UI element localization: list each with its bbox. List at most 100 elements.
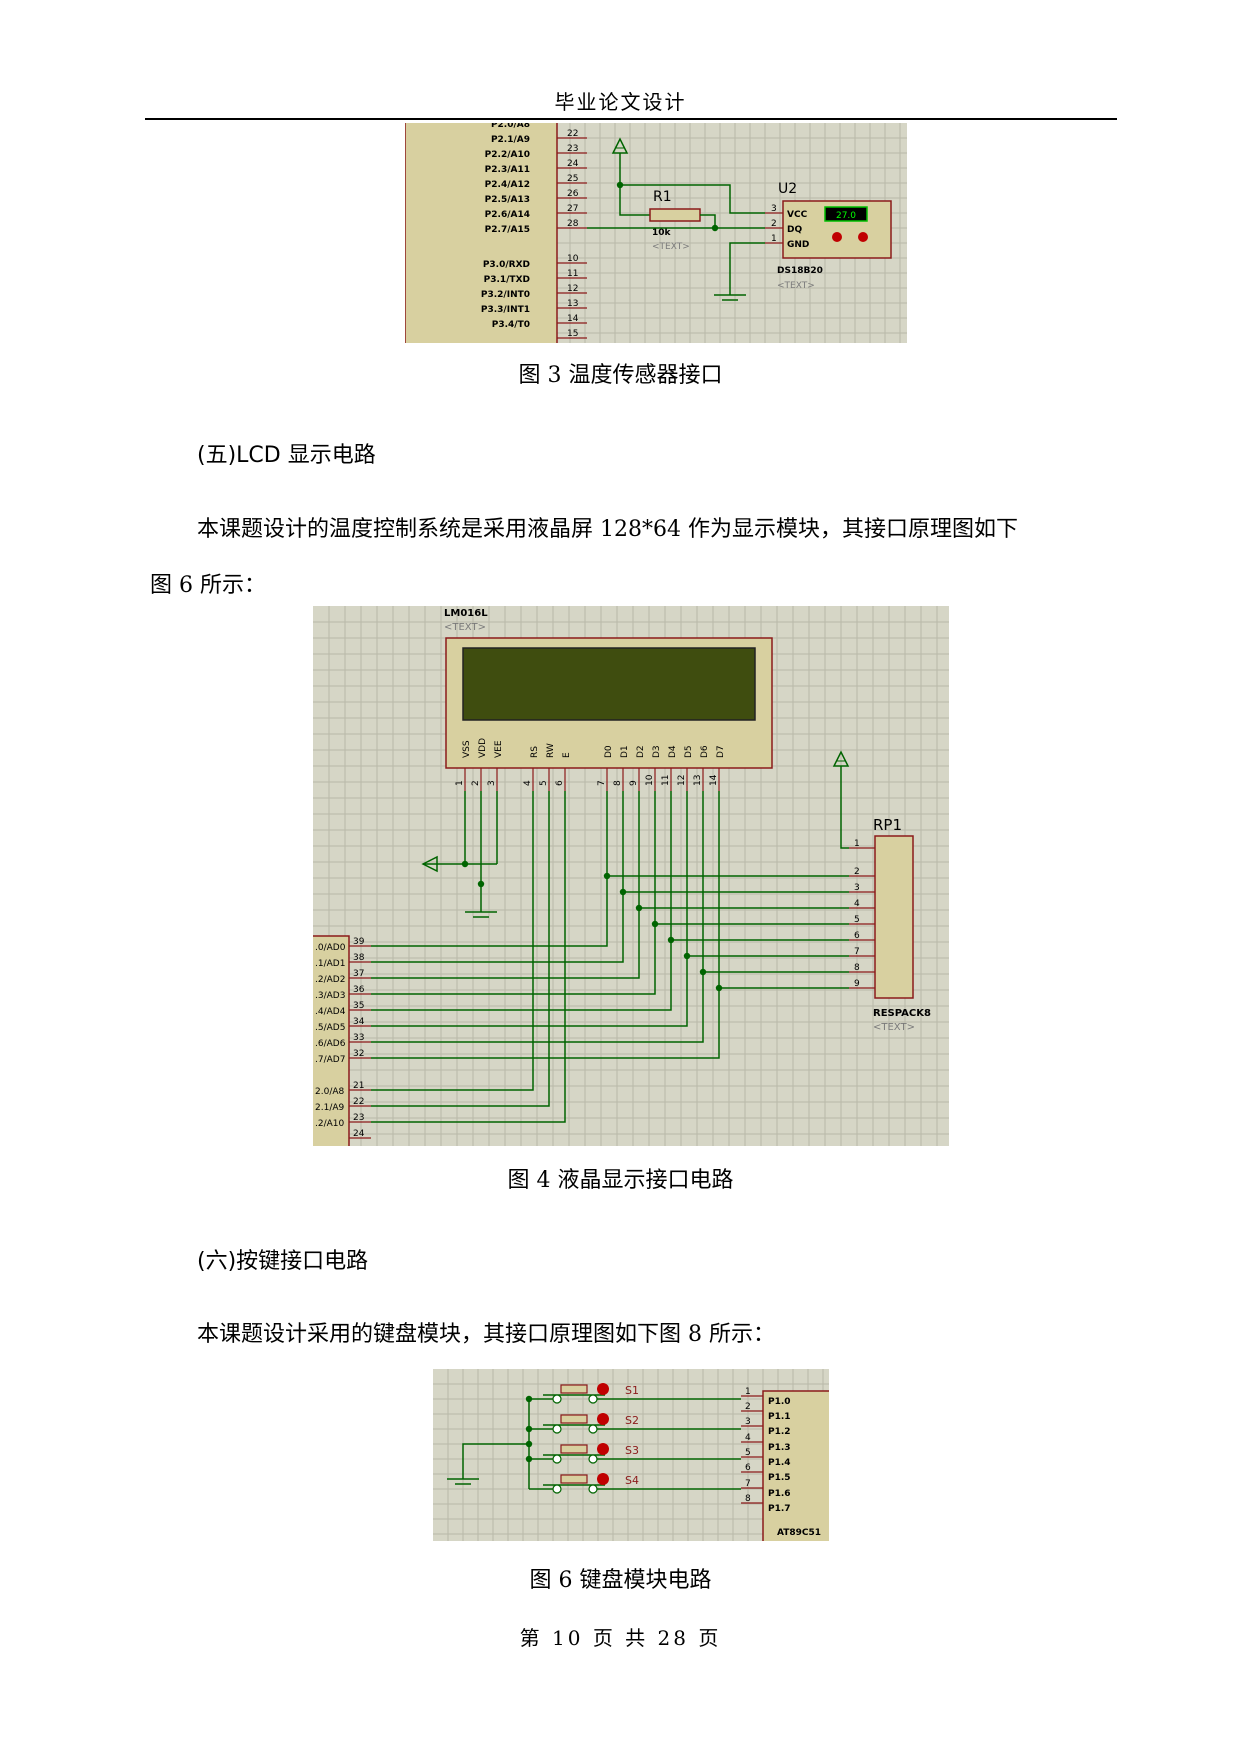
wire	[462, 1443, 529, 1479]
switch-contact	[588, 1394, 598, 1404]
mcu-port1-label: P1.2	[768, 1427, 791, 1437]
switch-contact	[552, 1484, 562, 1494]
lcd-pin-label: VSS	[462, 740, 472, 758]
u2-text: <TEXT>	[777, 281, 815, 291]
rp1-pin-number: 1	[854, 839, 860, 849]
mcu-pin-number: 35	[353, 1001, 364, 1011]
mcu-port1-label: P1.6	[768, 1489, 791, 1499]
mcu-pin-label: P2.3/A11	[485, 165, 530, 175]
junction-dot	[667, 936, 675, 944]
switch-label: S2	[625, 1414, 639, 1427]
lcd-pin-label: D1	[620, 745, 630, 758]
mcu-pin-number: 12	[567, 284, 578, 294]
switch-label: S1	[625, 1384, 639, 1397]
rp1-body	[874, 835, 914, 999]
mcu-port0-label: .1/AD1	[315, 959, 345, 969]
mcu-pin-number: 27	[567, 204, 578, 214]
mcu-pin-label: P3.0/RXD	[483, 260, 530, 270]
lcd-pin-number: 8	[613, 780, 623, 786]
mcu-pin-label: P2.1/A9	[491, 135, 530, 145]
figure6-caption: 图 6 键盘模块电路	[529, 1568, 712, 1593]
lcd-pin-number: 6	[555, 780, 565, 786]
wire	[371, 791, 566, 1123]
r1-text: <TEXT>	[652, 242, 690, 252]
u2-pin-number: 2	[771, 219, 777, 229]
junction-dot	[699, 968, 707, 976]
mcu-pin-number: 10	[567, 254, 579, 264]
rp1-pin-number: 3	[854, 883, 860, 893]
mcu-port1-label: P1.3	[768, 1443, 791, 1453]
mcu-pin-label: P2.0/A8	[491, 123, 530, 130]
wire	[619, 153, 765, 214]
rp1-pin-number: 4	[854, 899, 860, 909]
mcu-pin-number: 34	[353, 1017, 365, 1027]
mcu-pin-number: 8	[745, 1494, 751, 1504]
mcu-pin-label: P2.4/A12	[485, 180, 530, 190]
mcu-port0-label: .3/AD3	[315, 991, 345, 1001]
mcu-port2-label: 2.0/A8	[315, 1087, 345, 1097]
lcd-pin-label: RS	[530, 746, 540, 758]
rp1-pin-number: 7	[854, 947, 860, 957]
mcu-pin-number: 7	[745, 1479, 751, 1489]
lcd-pin-label: VDD	[478, 738, 488, 758]
mcu-pin-number: 13	[567, 299, 578, 309]
mcu-pin-label: P2.6/A14	[485, 210, 530, 220]
lcd-pin-number: 12	[677, 775, 687, 786]
rp1-label: RP1	[873, 816, 902, 834]
ref-arrow-icon	[421, 855, 438, 873]
section5-title: (五)LCD 显示电路	[197, 443, 376, 468]
mcu-pin-number: 15	[567, 329, 578, 339]
mcu-pin-number: 22	[353, 1097, 364, 1107]
switch-contact	[552, 1394, 562, 1404]
switch-contact	[588, 1484, 598, 1494]
mcu-port0-label: .4/AD4	[315, 1007, 346, 1017]
mcu-pin-number: 11	[567, 269, 578, 279]
junction-dot	[683, 952, 691, 960]
mcu-pin-number: 32	[353, 1049, 364, 1059]
lcd-pin-number: 2	[471, 780, 481, 786]
mcu-pin-number: 2	[745, 1402, 751, 1412]
mcu-pin-label: P3.4/T0	[492, 320, 530, 330]
wire	[371, 791, 672, 1011]
u2-part: DS18B20	[777, 266, 823, 276]
wire	[371, 791, 550, 1107]
switch-contact	[552, 1454, 562, 1464]
u2-display-value: 27.0	[836, 211, 856, 221]
u2-display	[824, 206, 868, 222]
mcu-pin-number: 38	[353, 953, 365, 963]
mcu-pin-label: P3.1/TXD	[484, 275, 530, 285]
switch-button-icon	[597, 1413, 609, 1425]
lcd-part: LM016L	[444, 608, 488, 619]
mcu-body	[313, 935, 350, 1146]
mcu-port0-label: .0/AD0	[315, 943, 346, 953]
header-rule	[145, 118, 1117, 120]
figure3-caption: 图 3 温度传感器接口	[518, 363, 723, 388]
lcd-pin-number: 3	[487, 780, 497, 786]
lcd-text: <TEXT>	[444, 622, 486, 633]
rp1-part: RESPACK8	[873, 1008, 931, 1019]
u2-pin-number: 1	[771, 234, 777, 244]
mcu-port0-label: .2/AD2	[315, 975, 345, 985]
switch-contact	[588, 1424, 598, 1434]
resistor-r1	[649, 208, 701, 222]
mcu-pin-number: 6	[745, 1463, 751, 1473]
wire	[371, 791, 656, 995]
lcd-pin-label: D2	[636, 745, 646, 758]
mcu-pin-number: 24	[567, 159, 579, 169]
lcd-pin-label: RW	[546, 743, 556, 758]
page-footer: 第 10 页 共 28 页	[519, 1626, 722, 1650]
wire	[371, 791, 640, 979]
mcu-pin-number: 24	[353, 1129, 365, 1139]
junction-dot	[711, 224, 719, 232]
switch-cap	[560, 1384, 588, 1394]
junction-dot	[715, 984, 723, 992]
mcu-pin-number: 4	[745, 1433, 751, 1443]
lcd-pin-label: D0	[604, 745, 614, 758]
paragraph1-line2: 图 6 所示：	[150, 573, 266, 598]
u2-pin-label: GND	[787, 240, 809, 250]
u2-pin-label: DQ	[787, 225, 802, 235]
mcu-body	[405, 123, 558, 343]
paragraph2-line1: 本课题设计采用的键盘模块，其接口原理图如下图 8 所示：	[197, 1322, 775, 1347]
lcd-pin-label: D3	[652, 745, 662, 758]
